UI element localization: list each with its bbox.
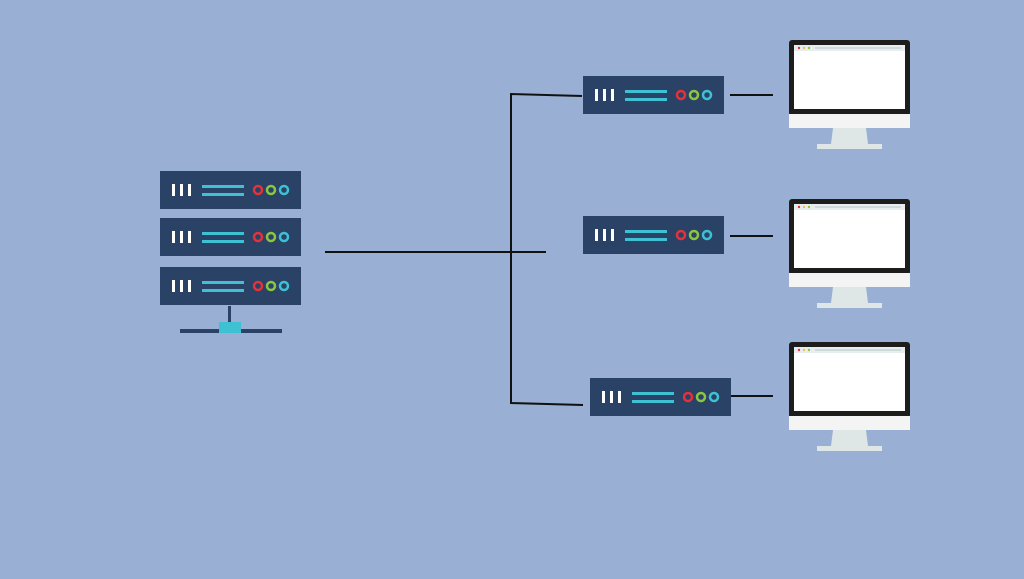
server-slot [603, 89, 606, 101]
monitor-neck [831, 287, 868, 303]
server-slot [172, 231, 175, 243]
main-server-unit [160, 171, 301, 209]
switch-server-3-icon [590, 378, 731, 416]
monitor-chin [789, 416, 910, 430]
browser-address-bar [815, 47, 901, 49]
monitor-screen [794, 45, 905, 109]
server-slot [618, 391, 621, 403]
server-indicator-line [625, 230, 667, 233]
client-monitor-3-icon [789, 342, 910, 451]
status-led [701, 229, 713, 241]
status-led [695, 391, 707, 403]
status-led [688, 229, 700, 241]
server-indicator-line [625, 238, 667, 241]
monitor-neck [831, 128, 868, 144]
client-monitor-2-icon [789, 199, 910, 308]
wire-bus [510, 92, 584, 406]
server-slot [603, 229, 606, 241]
server-slot [611, 89, 614, 101]
status-led [278, 231, 290, 243]
server-body [160, 171, 301, 209]
browser-dot [802, 348, 806, 352]
status-led [252, 184, 264, 196]
server-body [160, 267, 301, 305]
server-indicator-line [202, 289, 244, 292]
server-slot [188, 280, 191, 292]
network-port-icon [180, 306, 282, 333]
server-slot [610, 391, 613, 403]
browser-dot [797, 205, 801, 209]
server-body [583, 76, 724, 114]
status-led [688, 89, 700, 101]
main-server-rack-icon [160, 171, 301, 333]
status-led [278, 184, 290, 196]
switch-server-2-icon [583, 216, 724, 254]
monitor-screen [794, 347, 905, 411]
connector-stem [228, 306, 231, 324]
status-led [252, 280, 264, 292]
status-led [675, 229, 687, 241]
status-led [265, 184, 277, 196]
status-led [265, 280, 277, 292]
monitor-chin [789, 114, 910, 128]
server-indicator-line [202, 281, 244, 284]
browser-dot [797, 46, 801, 50]
browser-address-bar [815, 206, 901, 208]
server-slot [611, 229, 614, 241]
browser-dot [807, 205, 811, 209]
monitor-base [817, 303, 882, 308]
server-slot [180, 184, 183, 196]
server-slot [188, 231, 191, 243]
connector-port [219, 322, 241, 333]
monitor-chin [789, 273, 910, 287]
server-indicator-line [202, 193, 244, 196]
server-slot [602, 391, 605, 403]
browser-dot [807, 348, 811, 352]
switch-server-1-icon [583, 76, 724, 114]
server-slot [188, 184, 191, 196]
server-body [160, 218, 301, 256]
server-slot [595, 229, 598, 241]
server-slot [172, 184, 175, 196]
server-slot [180, 231, 183, 243]
server-slot [172, 280, 175, 292]
client-monitor-1-icon [789, 40, 910, 149]
status-led [265, 231, 277, 243]
monitor-neck [831, 430, 868, 446]
status-led [278, 280, 290, 292]
server-indicator-line [202, 240, 244, 243]
status-led [682, 391, 694, 403]
browser-address-bar [815, 349, 901, 351]
server-indicator-line [625, 90, 667, 93]
connection-wires [325, 92, 773, 406]
browser-dot [807, 46, 811, 50]
server-indicator-line [632, 400, 674, 403]
status-led [675, 89, 687, 101]
server-indicator-line [625, 98, 667, 101]
server-indicator-line [632, 392, 674, 395]
browser-dot [802, 46, 806, 50]
server-body [583, 216, 724, 254]
status-led [252, 231, 264, 243]
server-body [590, 378, 731, 416]
main-server-unit [160, 218, 301, 256]
browser-dot [797, 348, 801, 352]
monitor-base [817, 446, 882, 451]
monitor-screen [794, 204, 905, 268]
server-slot [595, 89, 598, 101]
browser-dot [802, 205, 806, 209]
server-indicator-line [202, 185, 244, 188]
status-led [701, 89, 713, 101]
server-indicator-line [202, 232, 244, 235]
monitor-base [817, 144, 882, 149]
main-server-unit [160, 267, 301, 305]
status-led [708, 391, 720, 403]
server-slot [180, 280, 183, 292]
